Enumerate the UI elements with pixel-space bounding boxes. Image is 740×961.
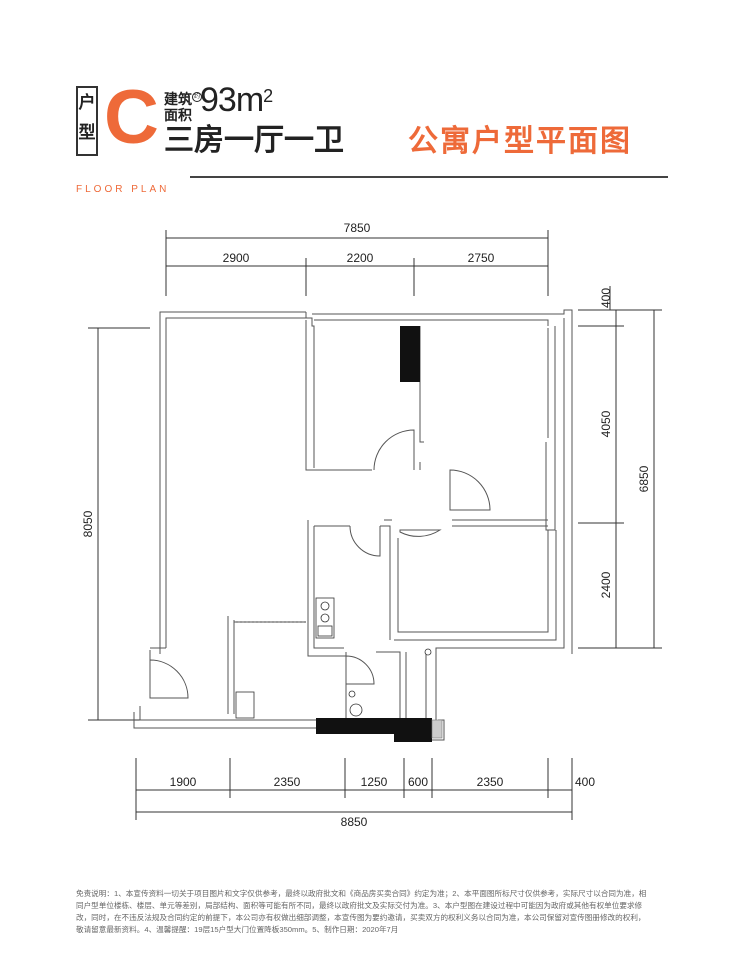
dim-right-1: 400 [599, 288, 613, 308]
dim-top-total: 7850 [344, 221, 371, 235]
washer [349, 703, 363, 717]
header-divider [190, 176, 668, 178]
fixtures [235, 597, 432, 719]
solid-walls [316, 326, 432, 742]
room-layout: 三房一厅一卫 [164, 124, 344, 157]
disclaimer-line-1: 免责说明：1、本宣传资料一切关于项目图片和文字仅供参考，最终以政府批文和《商品房… [76, 889, 647, 898]
door-swings [149, 429, 491, 699]
burner-2 [320, 613, 330, 623]
dim-right-3: 2400 [599, 571, 613, 598]
area-unit-superscript: 2 [263, 86, 273, 106]
door-bedroom-2 [399, 529, 442, 537]
page-title: 公寓户型平面图 [408, 125, 632, 158]
dim-left-total: 8050 [81, 510, 95, 537]
door-balcony [345, 655, 375, 685]
sink [317, 625, 333, 637]
disclaimer-line-3: 改，同时，在不违反法规及合同约定的前提下，本公司亦有权做出细部调整，本宣传图为要… [76, 913, 646, 922]
dim-bottom-6: 400 [575, 775, 595, 789]
area-value: 93m2 [200, 80, 273, 120]
dim-bottom-1: 1900 [170, 775, 197, 789]
area-approx-mark: 约 [192, 92, 202, 102]
door-bedroom-1 [373, 429, 415, 471]
dim-bottom-total: 8850 [341, 815, 368, 829]
wall-bottom-thick [316, 718, 432, 734]
cabinet [235, 691, 255, 719]
dim-bottom-3: 1250 [361, 775, 388, 789]
walls [133, 309, 573, 741]
disclaimer-line-2: 同户型单位楼栋、楼层、单元等差别，局部结构、面积等可能有所不同，最终以政府批文及… [76, 901, 643, 910]
disclaimer: 免责说明：1、本宣传资料一切关于项目图片和文字仅供参考，最终以政府批文和《商品房… [76, 888, 666, 936]
floor-plan-caption: FLOOR PLAN [76, 184, 170, 195]
wall-pier [431, 719, 443, 739]
unit-type-letter: C [104, 75, 159, 160]
door-bedroom-3 [449, 469, 491, 511]
pipe [424, 648, 432, 656]
wall-bottom-step [394, 734, 432, 742]
dimension-lines [88, 230, 662, 820]
door-bathroom [349, 525, 381, 557]
dim-bottom-5: 2350 [477, 775, 504, 789]
dim-right-total: 6850 [637, 465, 651, 492]
door-entrance [149, 659, 189, 699]
dim-top-3: 2750 [468, 251, 495, 265]
dim-bottom-4: 600 [408, 775, 428, 789]
dim-bottom-2: 2350 [274, 775, 301, 789]
floor-drain [348, 690, 356, 698]
dim-top-2: 2200 [347, 251, 374, 265]
area-number: 93m [200, 81, 264, 119]
area-label-2: 面积 [164, 107, 192, 123]
disclaimer-line-4: 敬请留意最新资料。4、温馨提醒：19层15户型大门位置降板350mm。5、制作日… [76, 925, 399, 934]
area-label-1: 建筑 [164, 91, 192, 107]
column-top [400, 326, 420, 382]
burner-1 [320, 601, 330, 611]
dim-top-1: 2900 [223, 251, 250, 265]
unit-type-label: 户型 [76, 86, 98, 156]
dim-right-2: 4050 [599, 410, 613, 437]
dimension-labels: 7850 2900 2200 2750 8050 400 4050 2400 6… [81, 221, 651, 829]
